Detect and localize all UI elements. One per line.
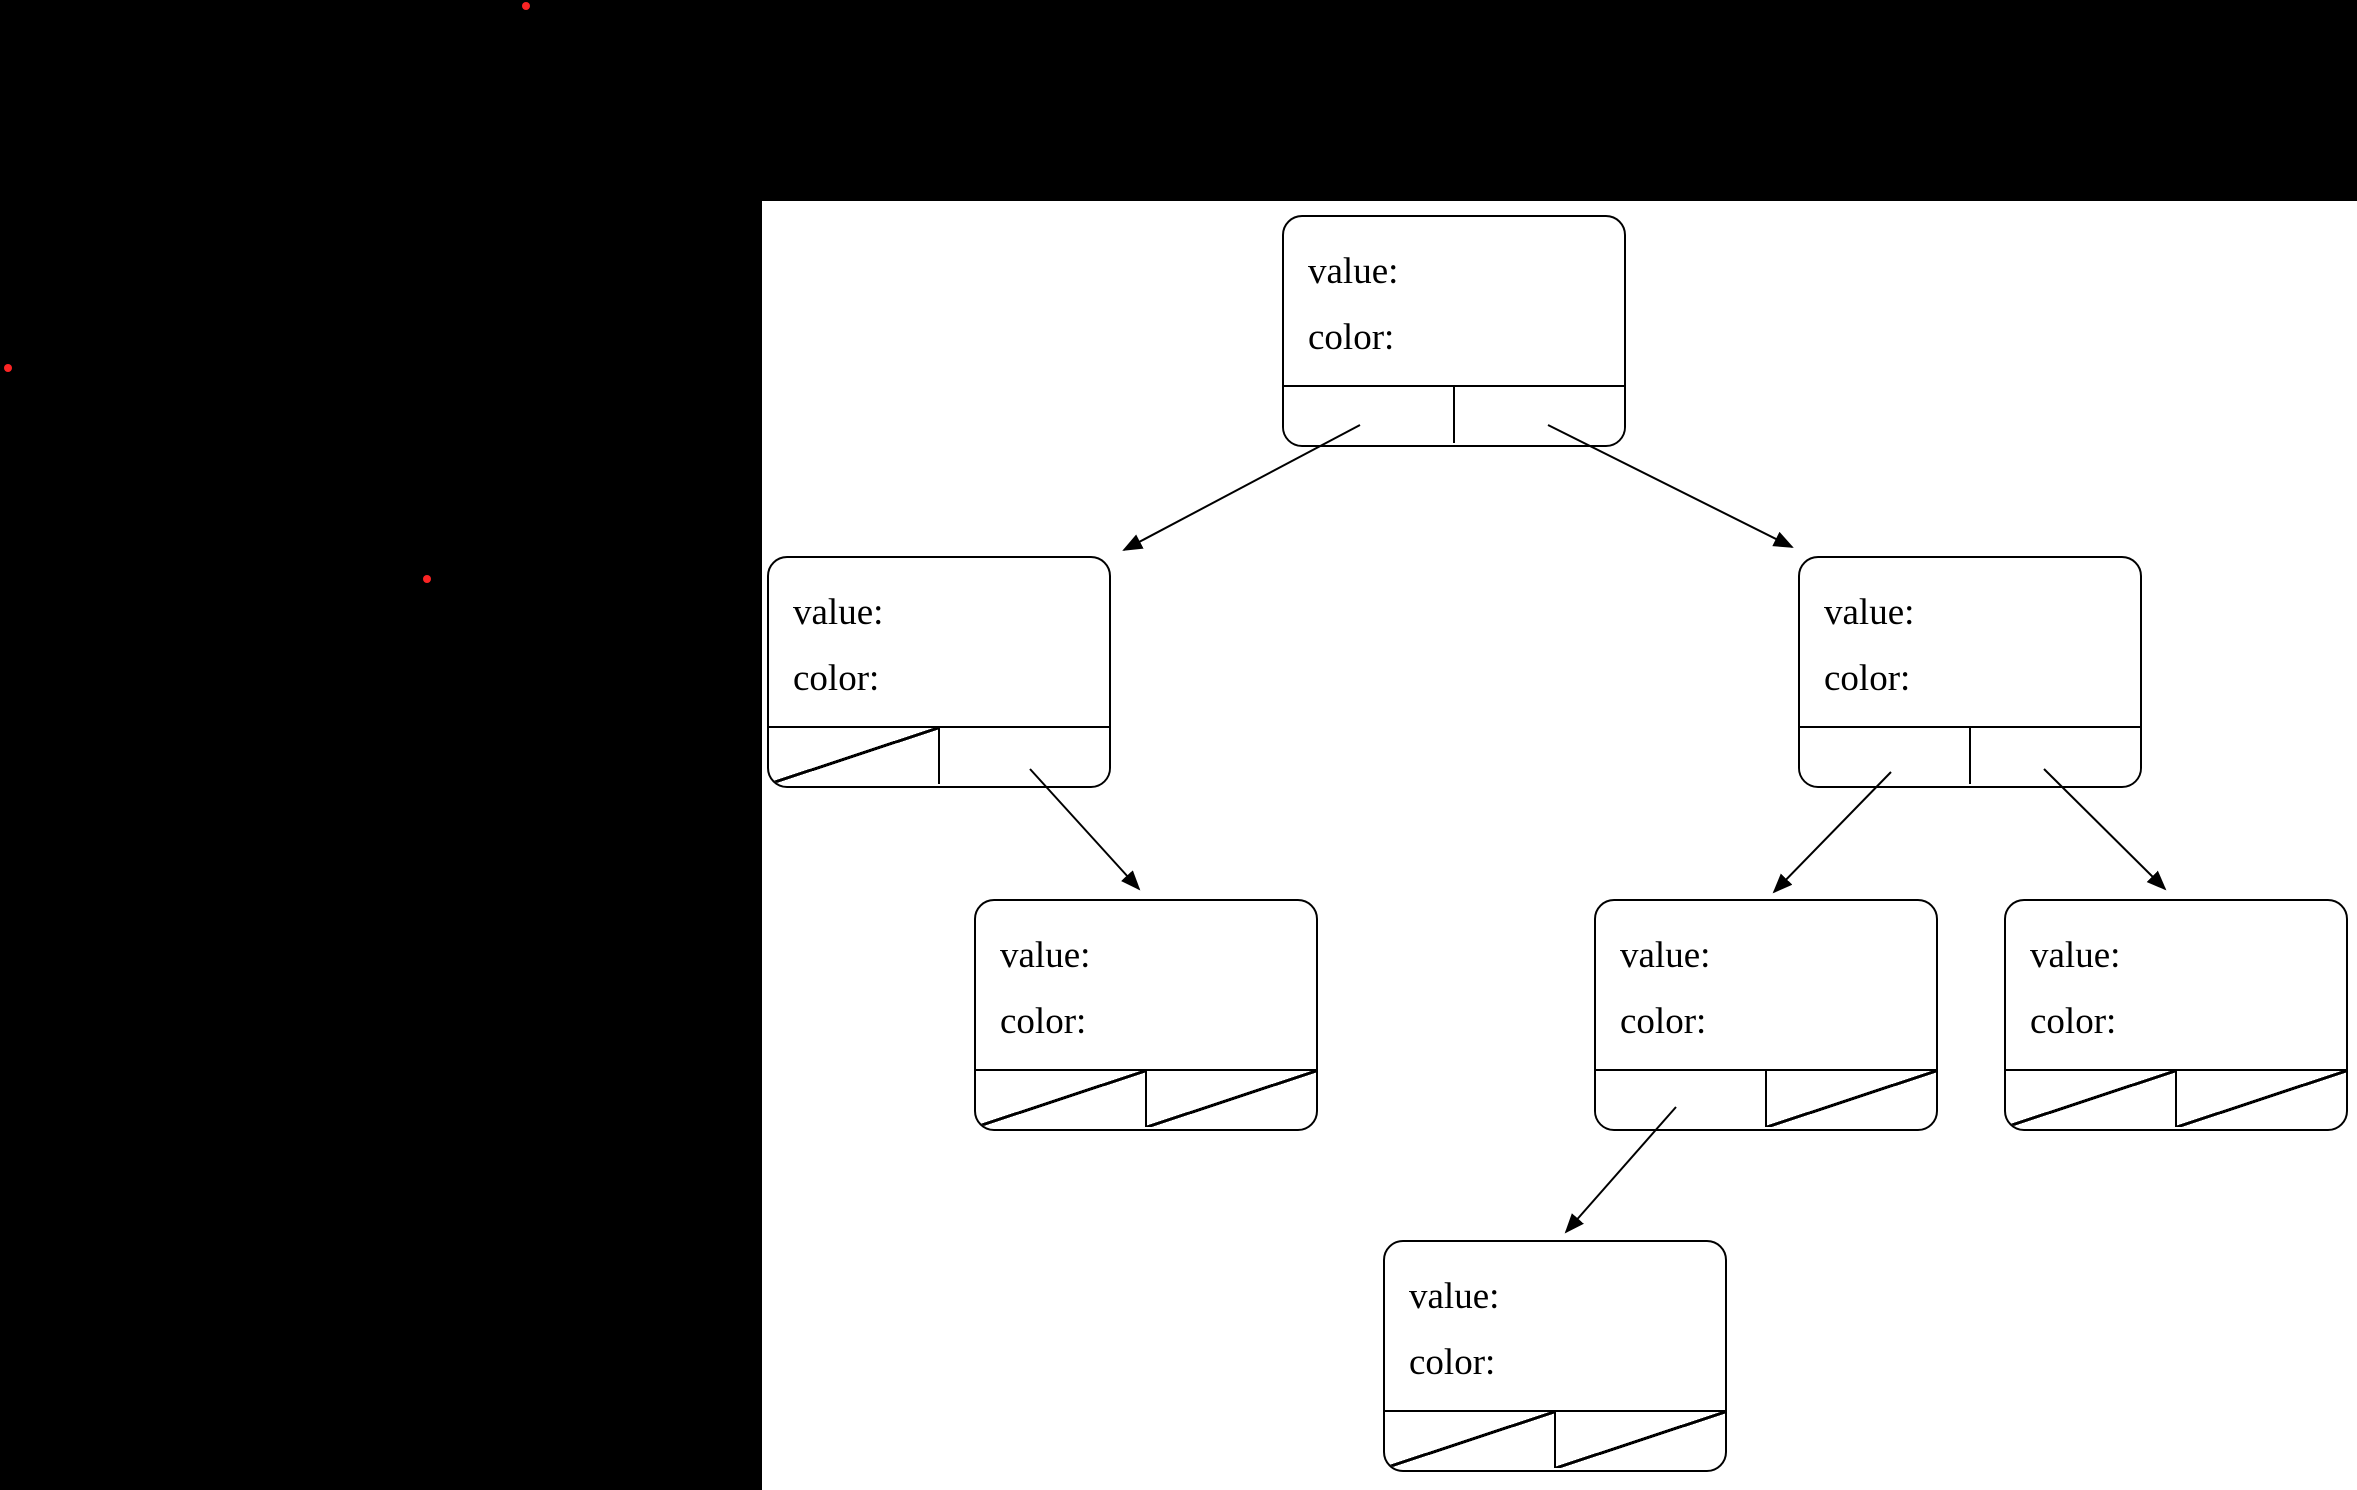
pointer-row: [2006, 1069, 2346, 1127]
node-fields: value: color:: [1385, 1242, 1725, 1410]
tree-node-right-right: value: color:: [2004, 899, 2348, 1131]
node-color-label: color:: [1409, 1342, 1496, 1383]
left-pointer-cell: [1800, 728, 1971, 784]
node-fields: value: color:: [976, 901, 1316, 1069]
node-value-label: value:: [793, 592, 884, 633]
node-color-label: color:: [1308, 317, 1395, 358]
left-pointer-cell: [769, 728, 940, 784]
edge-right-left: [1772, 771, 1892, 894]
tree-node-right-left-left: value: color:: [1383, 1240, 1727, 1472]
node-value-label: value:: [1620, 935, 1711, 976]
tree-node-right-left: value: color:: [1594, 899, 1938, 1131]
tree-node-left: value: color:: [767, 556, 1111, 788]
pointer-row: [1596, 1069, 1936, 1127]
tree-node-left-right: value: color:: [974, 899, 1318, 1131]
pointer-row: [1284, 385, 1624, 443]
pointer-row: [769, 726, 1109, 784]
left-pointer-cell: [1284, 387, 1455, 443]
right-pointer-cell: [940, 728, 1109, 784]
node-fields: value: color:: [1596, 901, 1936, 1069]
left-pointer-cell: [976, 1071, 1147, 1127]
pointer-row: [1800, 726, 2140, 784]
right-pointer-cell: [1147, 1071, 1316, 1127]
pointer-row: [976, 1069, 1316, 1127]
node-color-label: color:: [1000, 1001, 1087, 1042]
node-color-label: color:: [1824, 658, 1911, 699]
node-color-label: color:: [1620, 1001, 1707, 1042]
node-color-label: color:: [2030, 1001, 2117, 1042]
node-fields: value: color:: [2006, 901, 2346, 1069]
right-pointer-cell: [1767, 1071, 1936, 1127]
node-value-label: value:: [1409, 1276, 1500, 1317]
right-pointer-cell: [1971, 728, 2140, 784]
pointer-row: [1385, 1410, 1725, 1468]
node-fields: value: color:: [1800, 558, 2140, 726]
red-dot: [522, 2, 530, 10]
red-dot: [4, 364, 12, 372]
tree-node-root: value: color:: [1282, 215, 1626, 447]
node-value-label: value:: [1000, 935, 1091, 976]
right-pointer-cell: [1455, 387, 1624, 443]
node-value-label: value:: [1824, 592, 1915, 633]
left-pointer-cell: [1385, 1412, 1556, 1468]
node-value-label: value:: [1308, 251, 1399, 292]
right-pointer-cell: [1556, 1412, 1725, 1468]
right-pointer-cell: [2177, 1071, 2346, 1127]
left-pointer-cell: [1596, 1071, 1767, 1127]
left-pointer-cell: [2006, 1071, 2177, 1127]
node-fields: value: color:: [1284, 217, 1624, 385]
node-fields: value: color:: [769, 558, 1109, 726]
diagram-canvas: value: color: value: color: value: color…: [762, 201, 2357, 1490]
red-dot: [423, 575, 431, 583]
tree-node-right: value: color:: [1798, 556, 2142, 788]
node-color-label: color:: [793, 658, 880, 699]
node-value-label: value:: [2030, 935, 2121, 976]
